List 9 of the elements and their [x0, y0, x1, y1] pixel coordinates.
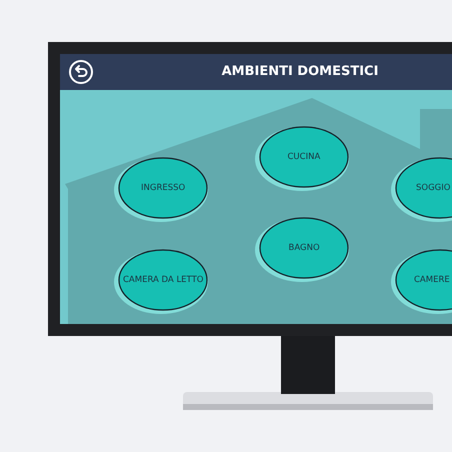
button-label: BAGNO — [288, 243, 320, 253]
room-button — [390, 155, 452, 225]
button-label: SOGGIO — [416, 183, 450, 193]
room-button — [390, 247, 452, 317]
button-label: CUCINA — [288, 152, 320, 162]
button-label: INGRESSO — [141, 183, 186, 193]
button-label: CAMERA DA LETTO — [123, 275, 204, 285]
button-label: CAMERE — [414, 275, 450, 285]
screen-title: AMBIENTI DOMESTICI — [220, 64, 380, 79]
